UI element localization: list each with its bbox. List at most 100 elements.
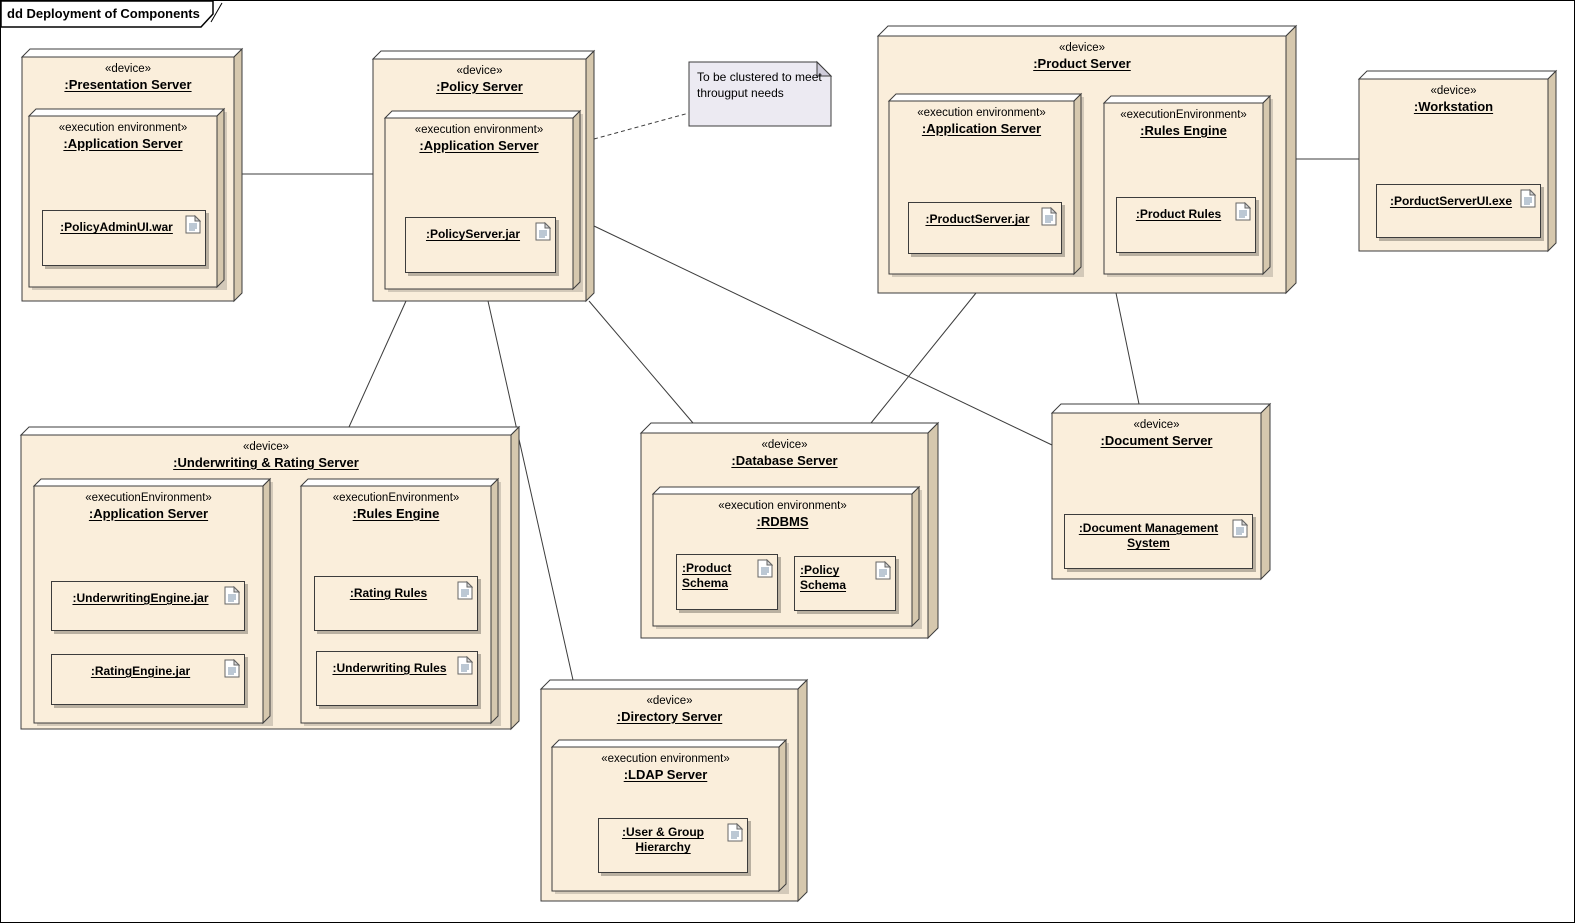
artifact-label: :Rating Rules (349, 586, 428, 600)
artifact-icon (757, 559, 773, 578)
stereotype-label: «execution environment» (601, 753, 730, 765)
node-product-server[interactable]: «device» :Product Server «execution envi… (878, 36, 1286, 293)
artifact-underwriting-rules[interactable]: :Underwriting Rules (316, 651, 478, 706)
link-note-policy[interactable] (593, 112, 690, 140)
artifact-icon (224, 659, 240, 678)
node-header: «execution environment» :Application Ser… (889, 106, 1074, 137)
node-header: «device» :Policy Server (373, 64, 586, 95)
node-name: :Document Server (1100, 433, 1213, 448)
artifact-underwritingengine-jar[interactable]: :UnderwritingEngine.jar (51, 581, 245, 631)
link-product-database[interactable] (870, 292, 977, 424)
env-rdbms[interactable]: «execution environment» :RDBMS :Product … (653, 494, 912, 626)
artifact-ratingengine-jar[interactable]: :RatingEngine.jar (51, 654, 245, 705)
artifact-policyserver-jar[interactable]: :PolicyServer.jar (405, 217, 556, 273)
stereotype-label: «device» (104, 63, 152, 75)
node-name: :Application Server (921, 121, 1042, 136)
node-workstation[interactable]: «device» :Workstation :PorductServerUI.e… (1359, 79, 1548, 251)
artifact-icon (1520, 189, 1536, 208)
node-name: :Rules Engine (352, 506, 440, 521)
node-header: «execution environment» :LDAP Server (552, 752, 779, 783)
stereotype-label: «device» (761, 439, 808, 451)
node-presentation-server[interactable]: «device» :Presentation Server «execution… (22, 57, 234, 301)
env-application-server[interactable]: «executionEnvironment» :Application Serv… (34, 486, 263, 723)
stereotype-label: «execution environment» (718, 500, 847, 512)
artifact-label: :Underwriting Rules (332, 661, 447, 675)
artifact-label: :Document Management System (1078, 521, 1219, 550)
node-name: :LDAP Server (623, 767, 708, 782)
node-name: :RDBMS (756, 514, 809, 529)
node-document-server[interactable]: «device» :Document Server :Document Mana… (1052, 413, 1261, 579)
stereotype-label: «device» (646, 695, 693, 707)
stereotype-label: «execution environment» (414, 124, 544, 136)
artifact-label: :User & Group Hierarchy (621, 825, 704, 854)
stereotype-label: «device» (1133, 419, 1180, 431)
artifact-icon (727, 823, 743, 842)
stereotype-label: «device» (242, 441, 290, 453)
artifact-label: :PolicyAdminUI.war (60, 220, 173, 234)
node-directory-server[interactable]: «device» :Directory Server «execution en… (541, 689, 798, 901)
node-policy-server[interactable]: «device» :Policy Server «execution envir… (373, 59, 586, 301)
artifact-icon (185, 215, 201, 234)
stereotype-label: «device» (1430, 85, 1477, 97)
stereotype-label: «device» (1058, 42, 1106, 54)
artifact-icon (457, 656, 473, 675)
stereotype-label: «execution environment» (58, 122, 188, 134)
artifact-label: :Product Rules (1135, 207, 1222, 221)
node-header: «device» :Underwriting & Rating Server (21, 440, 511, 471)
stereotype-label: «device» (456, 65, 503, 77)
node-underwriting-rating-server[interactable]: «device» :Underwriting & Rating Server «… (21, 435, 511, 729)
artifact-label: :UnderwritingEngine.jar (72, 591, 209, 605)
node-header: «execution environment» :Application Ser… (29, 121, 217, 152)
env-ldap-server[interactable]: «execution environment» :LDAP Server :Us… (552, 747, 779, 891)
artifact-product-rules[interactable]: :Product Rules (1116, 197, 1256, 253)
artifact-icon (224, 586, 240, 605)
node-name: :Policy Server (436, 79, 523, 94)
artifact-icon (1235, 202, 1251, 221)
link-policy-document[interactable] (593, 225, 1053, 446)
node-header: «device» :Database Server (641, 438, 928, 469)
node-header: «device» :Presentation Server (22, 62, 234, 93)
artifact-user-group-hierarchy[interactable]: :User & Group Hierarchy (598, 818, 748, 873)
node-header: «device» :Directory Server (541, 694, 798, 725)
env-application-server[interactable]: «execution environment» :Application Ser… (889, 101, 1074, 274)
artifact-label: :Product Schema (682, 561, 732, 590)
env-rules-engine[interactable]: «executionEnvironment» :Rules Engine :Ra… (301, 486, 491, 723)
link-product-document[interactable] (1115, 292, 1140, 405)
artifact-policy-schema[interactable]: :Policy Schema (794, 556, 896, 611)
stereotype-label: «executionEnvironment» (332, 492, 460, 504)
node-header: «execution environment» :Application Ser… (385, 123, 573, 154)
node-name: :Directory Server (616, 709, 723, 724)
artifact-policyadminui-war[interactable]: :PolicyAdminUI.war (42, 210, 206, 266)
node-header: «executionEnvironment» :Rules Engine (301, 491, 491, 522)
artifact-icon (1232, 519, 1248, 538)
artifact-label: :Policy Schema (800, 563, 847, 592)
artifact-productserver-jar[interactable]: :ProductServer.jar (908, 202, 1062, 254)
node-name: :Application Server (63, 136, 183, 151)
frame-title: dd Deployment of Components (7, 6, 200, 21)
artifact-icon (457, 581, 473, 600)
artifact-label: :PorductServerUI.exe (1389, 194, 1513, 208)
node-header: «execution environment» :RDBMS (653, 499, 912, 530)
env-application-server[interactable]: «execution environment» :Application Ser… (385, 118, 573, 289)
connectors (242, 112, 1359, 681)
stereotype-label: «executionEnvironment» (85, 492, 212, 504)
env-rules-engine[interactable]: «executionEnvironment» :Rules Engine :Pr… (1104, 103, 1263, 274)
artifact-document-management-system[interactable]: :Document Management System (1064, 514, 1253, 569)
node-name: :Workstation (1413, 99, 1494, 114)
node-name: :Database Server (731, 453, 838, 468)
artifact-rating-rules[interactable]: :Rating Rules (314, 576, 478, 631)
artifact-product-schema[interactable]: :Product Schema (676, 554, 778, 610)
env-application-server[interactable]: «execution environment» :Application Ser… (29, 116, 217, 287)
artifact-icon (535, 222, 551, 241)
node-database-server[interactable]: «device» :Database Server «execution env… (641, 433, 928, 638)
node-header: «device» :Product Server (878, 41, 1286, 72)
node-header: «device» :Workstation (1359, 84, 1548, 115)
artifact-label: :RatingEngine.jar (90, 664, 191, 678)
link-policy-underwriting[interactable] (348, 300, 407, 428)
node-name: :Application Server (88, 506, 209, 521)
note-shape[interactable] (688, 60, 833, 127)
node-header: «executionEnvironment» :Rules Engine (1104, 108, 1263, 139)
link-policy-database[interactable] (588, 300, 694, 424)
link-policy-directory[interactable] (487, 300, 574, 681)
artifact-porductserverui-exe[interactable]: :PorductServerUI.exe (1376, 184, 1541, 238)
